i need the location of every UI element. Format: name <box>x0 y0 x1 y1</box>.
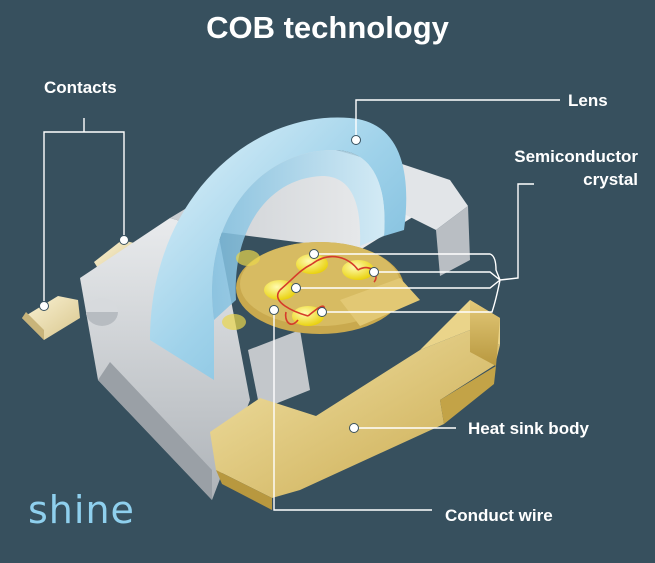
semiconductor-label-line2: crystal <box>583 170 638 189</box>
contacts-callout <box>43 118 125 306</box>
contacts-label: Contacts <box>44 78 117 97</box>
page-title: COB technology <box>206 10 449 45</box>
shine-logo: shine <box>28 488 135 532</box>
conduct-wire-callout <box>273 310 432 511</box>
semiconductor-label-line1: Semiconductor <box>514 147 638 166</box>
lens-label: Lens <box>568 91 608 110</box>
lens-callout <box>355 99 560 140</box>
semiconductor-callout <box>296 183 534 313</box>
left-contact-pin <box>22 296 80 340</box>
callout-dots <box>39 135 379 433</box>
heat-sink-label: Heat sink body <box>468 419 589 438</box>
conduct-wire-label: Conduct wire <box>445 506 553 525</box>
lens <box>150 117 407 380</box>
callout-lines <box>43 99 560 511</box>
